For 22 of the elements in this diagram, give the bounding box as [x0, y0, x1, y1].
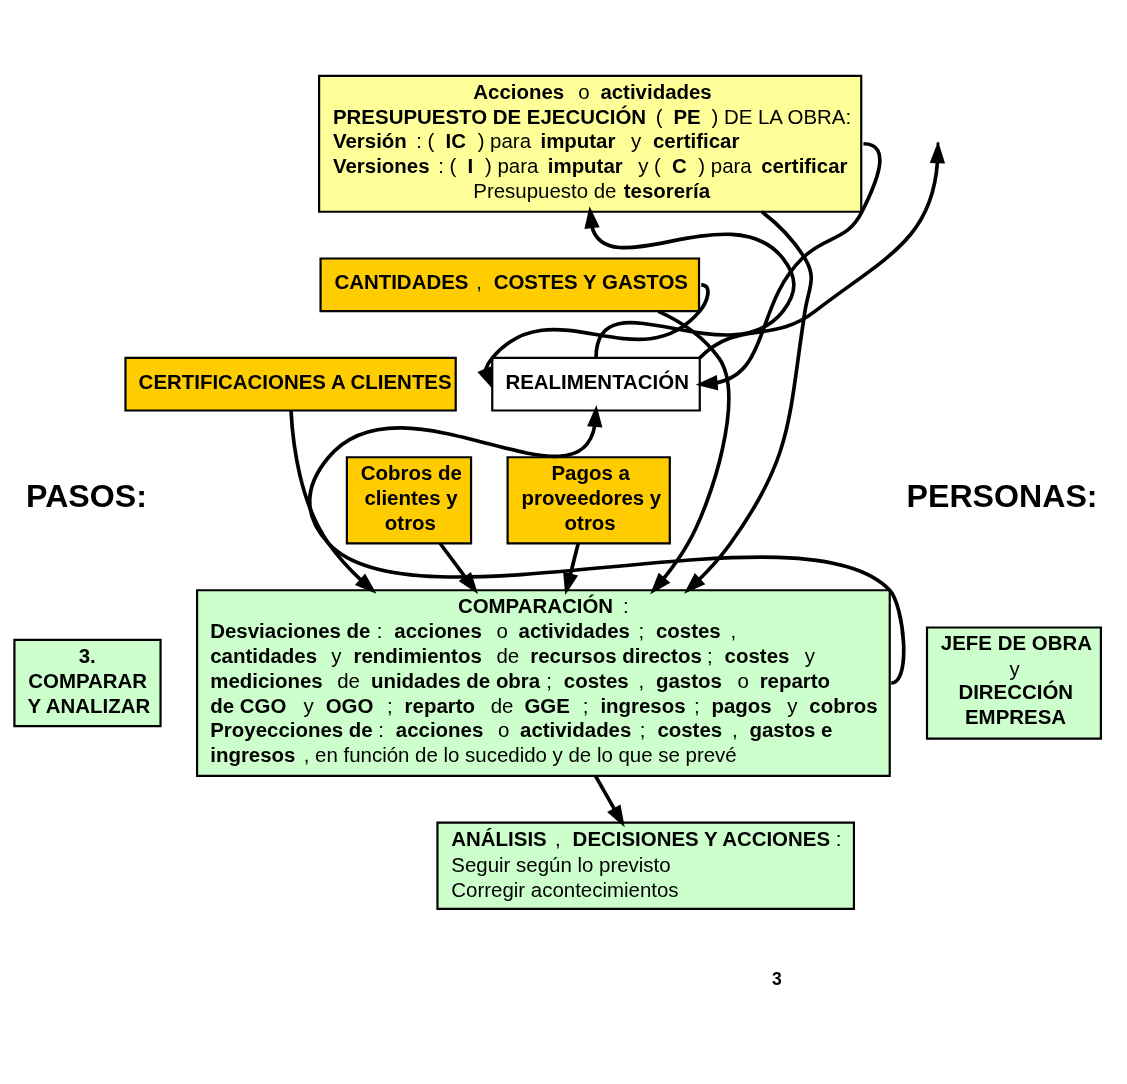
node-box: REALIMENTACIÓN — [491, 356, 701, 412]
arrow — [477, 283, 710, 390]
node-box: 3. COMPARAR Y ANALIZAR — [13, 638, 162, 728]
node-box: CANTIDADES, COSTES Y GASTOS — [319, 257, 701, 313]
arrow — [438, 542, 478, 595]
node-box: Acciones o actividades PRESUPUESTO DE EJECUCIÓN (PE) DE LA OBRA: Versión: (IC) para imputar y certificar Versiones: (I) para imputar y (C) para certificar Presupuesto de tesorería — [318, 74, 863, 213]
arrow — [563, 543, 580, 595]
label: PERSONAS: — [906, 478, 1098, 515]
node-box: Cobros de clientes y otros — [345, 456, 473, 545]
arrow — [584, 206, 796, 359]
arrow — [593, 775, 625, 828]
node-box: Pagos a proveedores y otros — [506, 456, 671, 545]
label: PASOS: — [26, 478, 147, 515]
arrow — [308, 404, 906, 685]
arrow — [650, 309, 731, 595]
node-box: CERTIFICACIONES A CLIENTES — [124, 356, 457, 412]
node-box: ANÁLISIS, DECISIONES Y ACCIONES: Seguir según lo previsto Corregir acontecimientos — [436, 821, 856, 910]
label: 3 — [772, 968, 782, 989]
arrow — [684, 210, 813, 594]
node-box: JEFE DE OBRA y DIRECCIÓN EMPRESA — [925, 626, 1102, 740]
arrow — [289, 410, 377, 594]
node-box: COMPARACIÓN: Desviaciones de: acciones o actividades; costes, cantidades y rendimientos de recursos directos; costes y mediciones de unidades de obra; costes, gastos o reparto de CGO y OGO; reparto de GGE; ingresos; pagos y cobros Proyecciones de: acciones o actividades; costes, gastos e ingresos, en función de lo sucedido y de lo que se prevé — [196, 589, 891, 777]
